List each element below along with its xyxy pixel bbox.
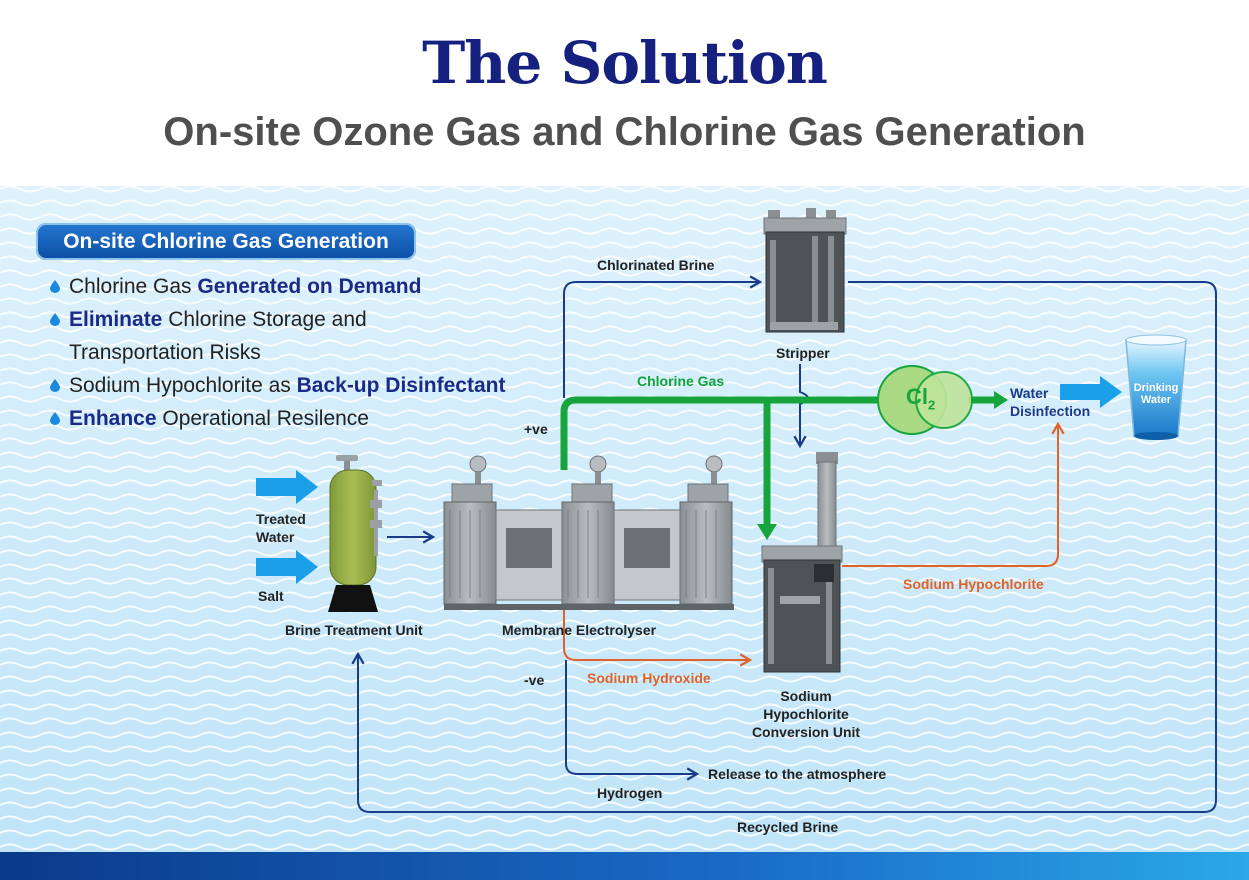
positive-terminal-label: +ve: [524, 421, 548, 437]
cl2-symbol: Cl: [906, 384, 928, 409]
brine-treatment-unit-label: Brine Treatment Unit: [285, 622, 423, 638]
droplet-icon: [50, 280, 60, 293]
bullet-emphasis: Enhance: [69, 407, 157, 430]
sodium-hypochlorite-line: [842, 421, 1065, 567]
salt-arrow: [256, 550, 318, 584]
bullet-text: Chlorine Storage and: [162, 308, 367, 331]
brine-treatment-unit-graphic: [328, 455, 382, 612]
recycled-brine-loop: [351, 281, 1217, 813]
stripper-graphic: [763, 208, 847, 333]
stripper-label: Stripper: [776, 345, 830, 361]
page-title: The Solution: [422, 29, 828, 97]
process-diagram: [0, 186, 1249, 880]
page-subtitle: On-site Ozone Gas and Chlorine Gas Gener…: [163, 110, 1086, 154]
badge-label: On-site Chlorine Gas Generation: [63, 230, 389, 253]
drinking-water-arrow: [1060, 376, 1122, 408]
droplet-icon: [50, 379, 60, 392]
list-item: Enhance Operational Resilence: [48, 402, 568, 435]
chlorinated-brine-line: [563, 275, 763, 398]
sodium-hydroxide-line: [563, 610, 753, 667]
hydrogen-label: Hydrogen: [597, 785, 663, 801]
water-disinfection-line-2: Disinfection: [1010, 403, 1091, 419]
list-item: Eliminate Chlorine Storage and: [48, 303, 568, 336]
conversion-unit-label: Sodium Hypochlorite Conversion Unit: [728, 687, 884, 741]
drinking-water-label: Drinking Water: [1126, 382, 1186, 406]
bullet-emphasis: Back-up Disinfectant: [296, 374, 506, 397]
chlorine-gas-line: [560, 396, 880, 470]
bullet-text: Chlorine Gas: [69, 275, 198, 298]
release-atmosphere-label: Release to the atmosphere: [708, 766, 887, 782]
cl2-subscript: 2: [928, 397, 936, 413]
bullet-text: Operational Resilence: [156, 407, 369, 430]
bullet-text: Transportation Risks: [69, 341, 261, 364]
membrane-electrolyser-label: Membrane Electrolyser: [502, 622, 657, 638]
droplet-icon: [50, 313, 60, 326]
water-disinfection-label: Water Disinfection: [1010, 384, 1090, 420]
negative-terminal-label: -ve: [524, 672, 545, 688]
water-disinfection-line-1: Water: [1010, 385, 1049, 401]
sodium-hydroxide-label: Sodium Hydroxide: [587, 670, 711, 686]
benefits-list: Chlorine Gas Generated on Demand Elimina…: [48, 270, 568, 435]
chlorine-gas-label: Chlorine Gas: [637, 373, 725, 389]
bullet-emphasis: Generated on Demand: [197, 275, 422, 298]
list-item: Chlorine Gas Generated on Demand: [48, 270, 568, 303]
treated-water-arrow: [256, 470, 318, 504]
conversion-unit-line-2: Hypochlorite: [763, 706, 849, 722]
membrane-electrolyser-graphic: [443, 455, 734, 610]
conversion-unit-graphic: [761, 452, 843, 673]
conversion-unit-line-1: Sodium: [780, 688, 832, 704]
list-item: Sodium Hypochlorite as Back-up Disinfect…: [48, 369, 568, 402]
conversion-unit-line-3: Conversion Unit: [751, 724, 861, 740]
treated-water-label: Treated Water: [256, 511, 306, 545]
salt-label: Salt: [258, 588, 284, 604]
list-item-continuation: Transportation Risks: [48, 336, 568, 369]
sodium-hypochlorite-label: Sodium Hypochlorite: [903, 576, 1044, 592]
drinking-water-glass: [1125, 334, 1187, 440]
cl2-bubble-right: [915, 371, 973, 429]
drinking-water-line-1: Drinking: [1133, 382, 1179, 394]
droplet-icon: [50, 412, 60, 425]
footer-bar: [0, 852, 1249, 880]
recycled-brine-label: Recycled Brine: [737, 819, 839, 835]
bullet-text: Sodium Hypochlorite as: [69, 374, 297, 397]
drinking-water-line-2: Water: [1140, 394, 1172, 406]
cl2-formula: Cl2: [906, 384, 935, 412]
chlorinated-brine-label: Chlorinated Brine: [597, 257, 715, 273]
bullet-emphasis: Eliminate: [69, 308, 163, 331]
hydrogen-line: [565, 660, 700, 781]
chlorine-generation-badge: On-site Chlorine Gas Generation: [36, 223, 416, 260]
